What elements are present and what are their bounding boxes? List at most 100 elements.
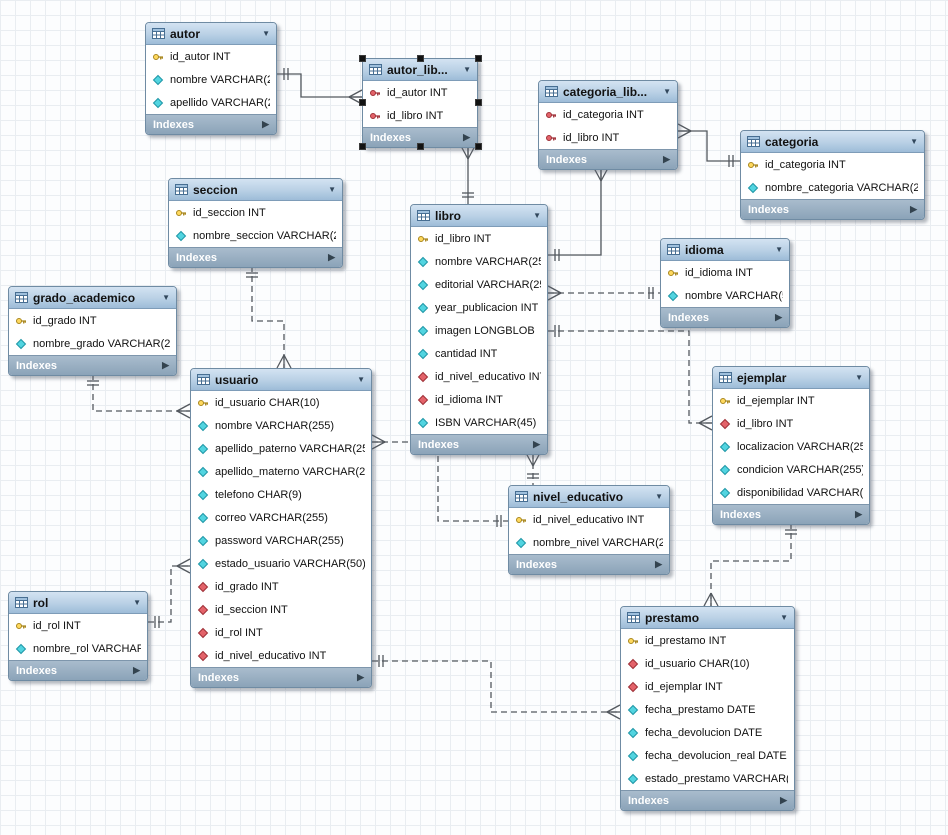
column-row[interactable]: year_publicacion INT xyxy=(411,296,547,319)
table-usuario[interactable]: usuario▼id_usuario CHAR(10)nombre VARCHA… xyxy=(190,368,372,688)
indexes-footer[interactable]: Indexes▶ xyxy=(9,355,176,375)
collapse-arrow-icon[interactable]: ▼ xyxy=(533,211,541,220)
selection-handle[interactable] xyxy=(359,143,366,150)
table-header[interactable]: autor_lib...▼ xyxy=(363,59,477,81)
indexes-footer[interactable]: Indexes▶ xyxy=(661,307,789,327)
expand-indexes-icon[interactable]: ▶ xyxy=(133,665,140,676)
collapse-arrow-icon[interactable]: ▼ xyxy=(655,492,663,501)
column-row[interactable]: id_grado INT xyxy=(191,575,371,598)
column-row[interactable]: nombre_rol VARCHAR(25... xyxy=(9,637,147,660)
relationship-libro-idioma[interactable] xyxy=(548,286,660,300)
column-row[interactable]: nombre VARCHAR(255) xyxy=(411,250,547,273)
column-row[interactable]: id_autor INT xyxy=(146,45,276,68)
table-categoria[interactable]: categoria▼id_categoria INTnombre_categor… xyxy=(740,130,925,220)
table-idioma[interactable]: idioma▼id_idioma INTnombre VARCHAR(5...I… xyxy=(660,238,790,328)
expand-indexes-icon[interactable]: ▶ xyxy=(655,559,662,570)
column-row[interactable]: id_libro INT xyxy=(411,227,547,250)
column-row[interactable]: disponibilidad VARCHAR(5... xyxy=(713,481,869,504)
column-row[interactable]: fecha_devolucion_real DATE xyxy=(621,744,794,767)
expand-indexes-icon[interactable]: ▶ xyxy=(780,795,787,806)
column-row[interactable]: id_ejemplar INT xyxy=(713,389,869,412)
column-row[interactable]: id_categoria INT xyxy=(539,103,677,126)
column-row[interactable]: id_nivel_educativo INT xyxy=(509,508,669,531)
column-row[interactable]: id_prestamo INT xyxy=(621,629,794,652)
column-row[interactable]: id_categoria INT xyxy=(741,153,924,176)
collapse-arrow-icon[interactable]: ▼ xyxy=(663,87,671,96)
indexes-footer[interactable]: Indexes▶ xyxy=(509,554,669,574)
indexes-footer[interactable]: Indexes▶ xyxy=(539,149,677,169)
column-row[interactable]: id_idioma INT xyxy=(411,388,547,411)
column-row[interactable]: apellido_materno VARCHAR(25... xyxy=(191,460,371,483)
column-row[interactable]: id_libro INT xyxy=(539,126,677,149)
column-row[interactable]: id_seccion INT xyxy=(169,201,342,224)
table-header[interactable]: ejemplar▼ xyxy=(713,367,869,389)
table-rol[interactable]: rol▼id_rol INTnombre_rol VARCHAR(25...In… xyxy=(8,591,148,681)
column-row[interactable]: nombre_nivel VARCHAR(25... xyxy=(509,531,669,554)
table-header[interactable]: categoria_lib...▼ xyxy=(539,81,677,103)
column-row[interactable]: fecha_prestamo DATE xyxy=(621,698,794,721)
table-header[interactable]: libro▼ xyxy=(411,205,547,227)
column-row[interactable]: localizacion VARCHAR(255) xyxy=(713,435,869,458)
relationship-rol-usuario[interactable] xyxy=(148,559,190,628)
column-row[interactable]: id_autor INT xyxy=(363,81,477,104)
column-row[interactable]: estado_prestamo VARCHAR(5... xyxy=(621,767,794,790)
table-header[interactable]: categoria▼ xyxy=(741,131,924,153)
relationship-ejemplar-prestamo[interactable] xyxy=(704,523,797,606)
selection-handle[interactable] xyxy=(475,55,482,62)
column-row[interactable]: id_usuario CHAR(10) xyxy=(621,652,794,675)
expand-indexes-icon[interactable]: ▶ xyxy=(463,132,470,143)
table-libro[interactable]: libro▼id_libro INTnombre VARCHAR(255)edi… xyxy=(410,204,548,455)
column-row[interactable]: ISBN VARCHAR(45) xyxy=(411,411,547,434)
column-row[interactable]: nombre_grado VARCHAR(25... xyxy=(9,332,176,355)
selection-handle[interactable] xyxy=(475,143,482,150)
table-nivel_educativo[interactable]: nivel_educativo▼id_nivel_educativo INTno… xyxy=(508,485,670,575)
column-row[interactable]: id_rol INT xyxy=(191,621,371,644)
column-row[interactable]: id_rol INT xyxy=(9,614,147,637)
selection-handle[interactable] xyxy=(359,55,366,62)
indexes-footer[interactable]: Indexes▶ xyxy=(411,434,547,454)
column-row[interactable]: telefono CHAR(9) xyxy=(191,483,371,506)
table-header[interactable]: grado_academico▼ xyxy=(9,287,176,309)
expand-indexes-icon[interactable]: ▶ xyxy=(663,154,670,165)
column-row[interactable]: estado_usuario VARCHAR(50) xyxy=(191,552,371,575)
column-row[interactable]: editorial VARCHAR(25... xyxy=(411,273,547,296)
table-header[interactable]: nivel_educativo▼ xyxy=(509,486,669,508)
selection-handle[interactable] xyxy=(475,99,482,106)
column-row[interactable]: fecha_devolucion DATE xyxy=(621,721,794,744)
relationship-seccion-usuario[interactable] xyxy=(246,266,291,368)
indexes-footer[interactable]: Indexes▶ xyxy=(191,667,371,687)
column-row[interactable]: id_nivel_educativo INT xyxy=(191,644,371,667)
table-autor[interactable]: autor▼id_autor INTnombre VARCHAR(25...ap… xyxy=(145,22,277,135)
column-row[interactable]: correo VARCHAR(255) xyxy=(191,506,371,529)
relationship-libro-ejemplar[interactable] xyxy=(548,325,712,430)
table-seccion[interactable]: seccion▼id_seccion INTnombre_seccion VAR… xyxy=(168,178,343,268)
expand-indexes-icon[interactable]: ▶ xyxy=(855,509,862,520)
table-header[interactable]: prestamo▼ xyxy=(621,607,794,629)
table-header[interactable]: seccion▼ xyxy=(169,179,342,201)
indexes-footer[interactable]: Indexes▶ xyxy=(621,790,794,810)
expand-indexes-icon[interactable]: ▶ xyxy=(533,439,540,450)
column-row[interactable]: id_libro INT xyxy=(363,104,477,127)
relationship-libro-nivel_educativo[interactable] xyxy=(526,453,540,485)
expand-indexes-icon[interactable]: ▶ xyxy=(162,360,169,371)
collapse-arrow-icon[interactable]: ▼ xyxy=(775,245,783,254)
collapse-arrow-icon[interactable]: ▼ xyxy=(133,598,141,607)
relationship-categoria_libro-libro[interactable] xyxy=(548,168,608,261)
relationship-autor-autor_libro[interactable] xyxy=(277,68,362,104)
column-row[interactable]: id_seccion INT xyxy=(191,598,371,621)
collapse-arrow-icon[interactable]: ▼ xyxy=(162,293,170,302)
column-row[interactable]: id_ejemplar INT xyxy=(621,675,794,698)
column-row[interactable]: password VARCHAR(255) xyxy=(191,529,371,552)
column-row[interactable]: nombre VARCHAR(255) xyxy=(191,414,371,437)
indexes-footer[interactable]: Indexes▶ xyxy=(741,199,924,219)
collapse-arrow-icon[interactable]: ▼ xyxy=(328,185,336,194)
column-row[interactable]: nombre_seccion VARCHAR(25... xyxy=(169,224,342,247)
table-header[interactable]: rol▼ xyxy=(9,592,147,614)
indexes-footer[interactable]: Indexes▶ xyxy=(146,114,276,134)
column-row[interactable]: id_grado INT xyxy=(9,309,176,332)
table-grado_academico[interactable]: grado_academico▼id_grado INTnombre_grado… xyxy=(8,286,177,376)
expand-indexes-icon[interactable]: ▶ xyxy=(328,252,335,263)
expand-indexes-icon[interactable]: ▶ xyxy=(262,119,269,130)
table-header[interactable]: autor▼ xyxy=(146,23,276,45)
column-row[interactable]: cantidad INT xyxy=(411,342,547,365)
